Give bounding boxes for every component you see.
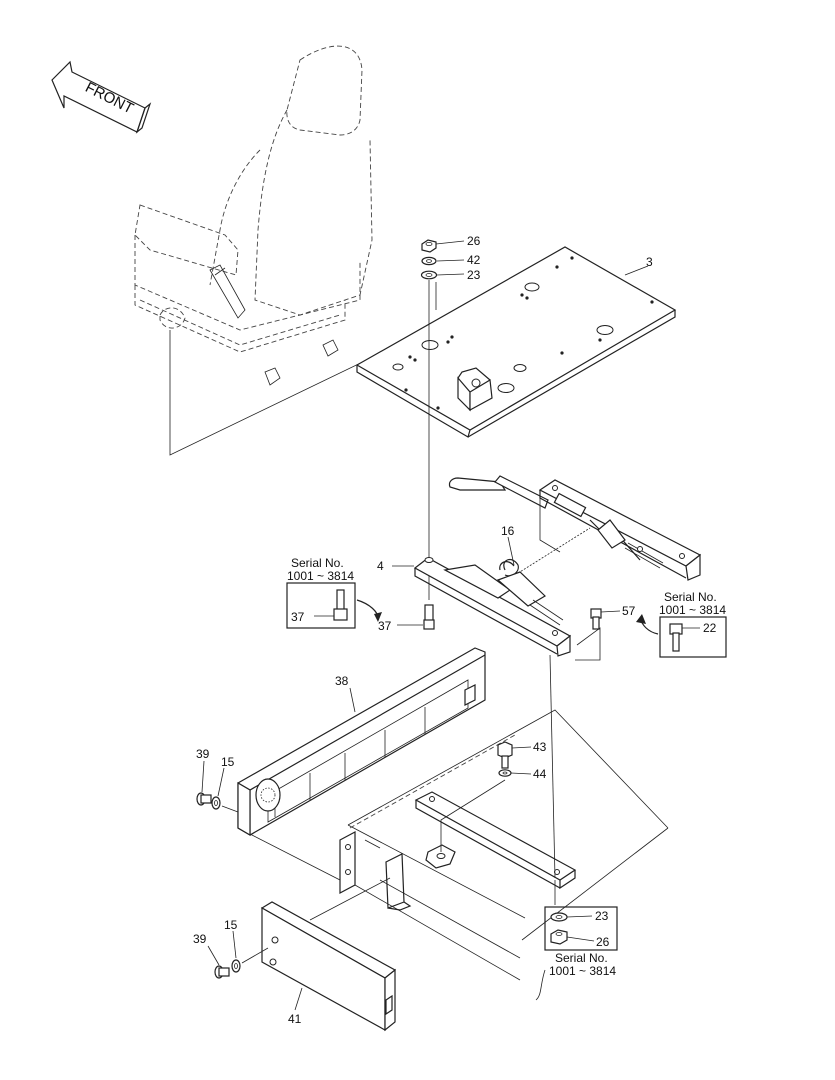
bolt-43 [497,741,513,769]
callout-26-top: 26 [467,234,481,248]
serial-note-right-line2: 1001 ~ 3814 [659,603,726,617]
cover-41 [260,877,397,1032]
spring-16 [503,527,591,577]
callout-39-upper: 39 [196,747,210,761]
callout-37-box: 37 [291,610,305,624]
front-arrow-icon: FRONT [51,60,152,134]
callout-16: 16 [501,524,515,538]
callout-23-top: 23 [467,268,481,282]
callout-22: 22 [703,621,717,635]
lock-washer-42 [421,256,437,266]
callout-44: 44 [533,767,547,781]
callout-37: 37 [378,619,392,633]
callout-4: 4 [377,559,384,573]
seat-plate [355,246,677,438]
serial-note-right-line1: Serial No. [664,590,717,604]
callout-15-upper: 15 [221,755,235,769]
screw-39-upper [196,792,212,806]
callout-41: 41 [288,1012,302,1026]
cover-38 [237,647,486,837]
callout-57: 57 [622,604,636,618]
callout-38: 38 [335,674,349,688]
washer-23-upper [420,270,438,280]
serial-box-left [286,582,382,629]
slide-rail-front [413,557,572,657]
serial-note-left-line1: Serial No. [291,556,344,570]
serial-note-left-line2: 1001 ~ 3814 [287,569,354,583]
slide-rail-rear [448,475,702,581]
callout-43: 43 [533,740,547,754]
callout-15-lower: 15 [224,918,238,932]
callout-39-lower: 39 [193,932,207,946]
serial-box-bottom [544,906,618,951]
nut-26-upper [421,239,437,253]
callout-23-bottom: 23 [595,909,609,923]
mounting-bracket [339,654,669,1001]
callout-3: 3 [646,255,653,269]
callout-26-bottom: 26 [596,935,610,949]
washer-44 [498,769,512,777]
screw-39-lower [214,965,230,979]
bolt-57 [590,608,602,630]
serial-note-bottom-line1: Serial No. [555,951,608,965]
serial-box-right [636,614,727,658]
washer-15-upper [211,796,221,810]
operator-seat [134,45,461,456]
serial-note-bottom-line2: 1001 ~ 3814 [549,964,616,978]
bolt-37 [423,604,435,630]
callout-42: 42 [467,253,481,267]
washer-15-lower [231,959,241,973]
